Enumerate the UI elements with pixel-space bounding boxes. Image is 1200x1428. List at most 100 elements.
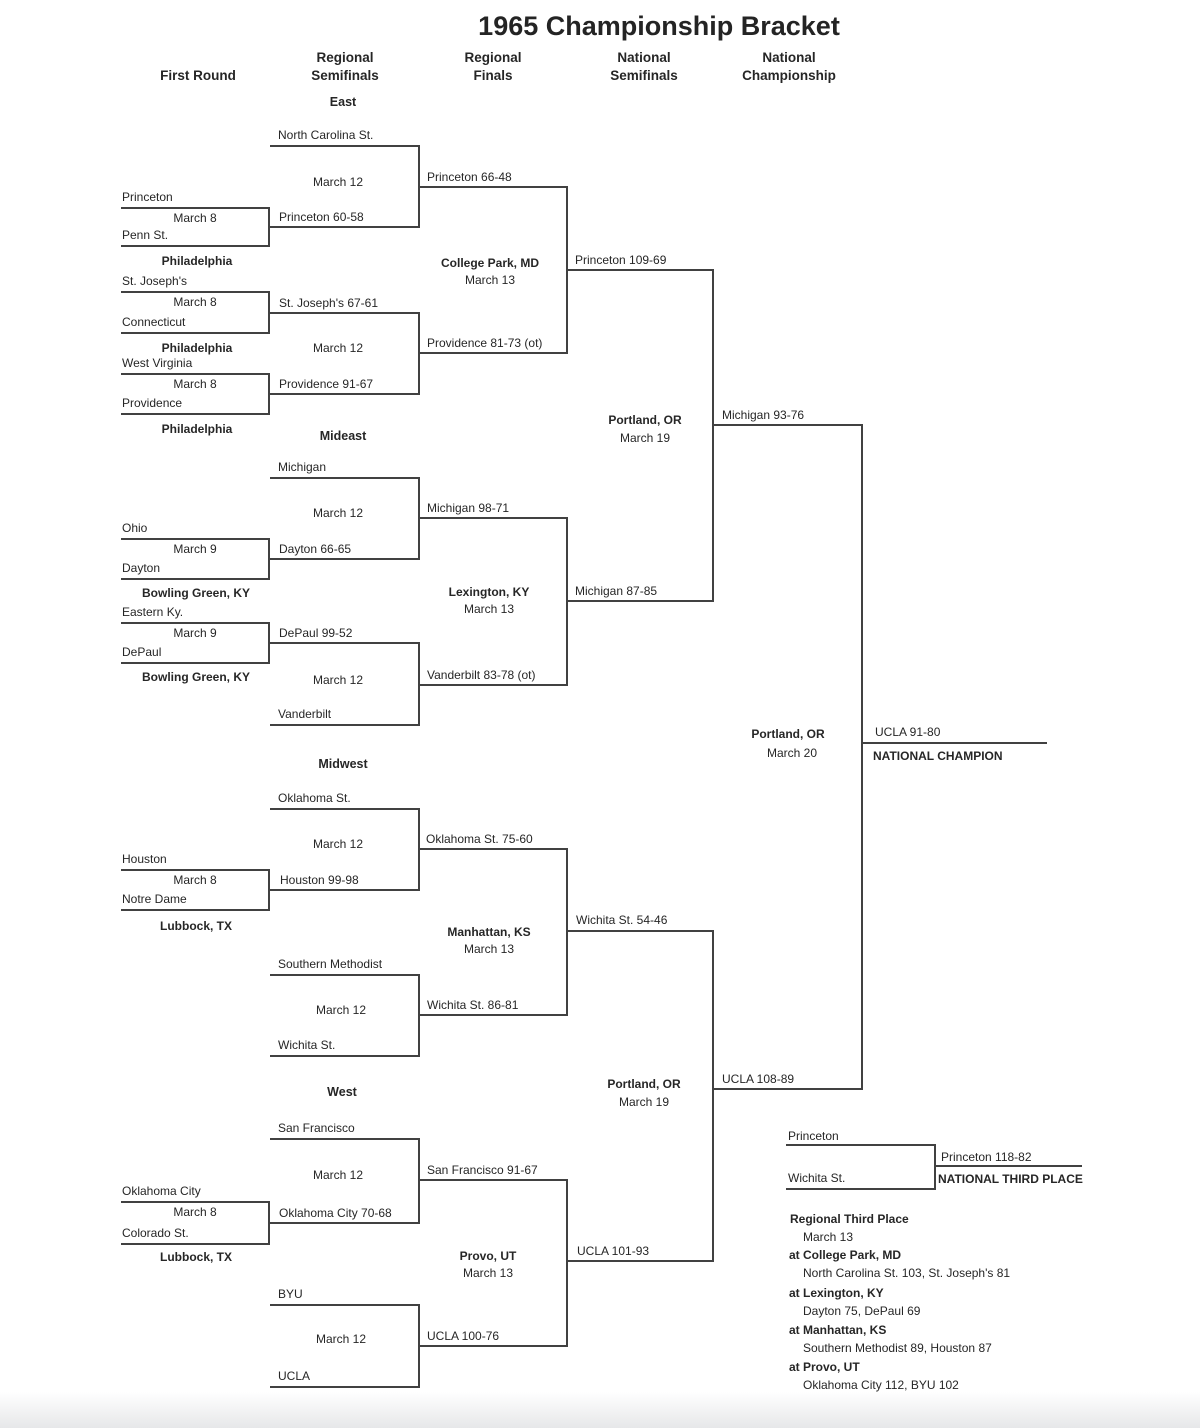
east-region-label: East: [329, 95, 357, 109]
bracket-line-h: [934, 1165, 1082, 1167]
mideast-g2-site: Bowling Green, KY: [141, 670, 251, 684]
third-place-team2: Wichita St.: [788, 1171, 846, 1185]
west-final-date: March 13: [462, 1266, 514, 1280]
bracket-line-h: [121, 245, 270, 247]
bracket-line-h: [268, 1222, 420, 1224]
east-g1-team2: Penn St.: [122, 228, 169, 242]
mideast-g2-team2: DePaul: [122, 645, 162, 659]
west-g1-date: March 8: [173, 1205, 217, 1219]
bracket-line-h: [121, 578, 270, 580]
west-region-label: West: [327, 1085, 357, 1099]
east-g2-winner: St. Joseph's 67-61: [279, 296, 379, 310]
bracket-line-h: [786, 1144, 936, 1146]
mideast-semi1-winner: Michigan 98-71: [427, 501, 510, 515]
bracket-line-h: [268, 226, 420, 228]
bracket-line-h: [418, 1179, 568, 1181]
midwest-region-label: Midwest: [318, 757, 368, 771]
column-header-regional-semifinals-2: Semifinals: [311, 68, 379, 83]
east-g3-team2: Providence: [122, 396, 183, 410]
bracket-line-h: [121, 1201, 270, 1203]
bracket-line-h: [861, 742, 1047, 744]
west-final-site: Provo, UT: [459, 1249, 517, 1263]
east-final-date: March 13: [464, 273, 516, 287]
east-g1-site: Philadelphia: [161, 254, 233, 268]
bracket-line-h: [418, 186, 568, 188]
bracket-line-h: [121, 909, 270, 911]
bracket-line-h: [121, 332, 270, 334]
national-third-place-label: NATIONAL THIRD PLACE: [938, 1172, 1083, 1186]
midwest-g1-winner: Houston 99-98: [280, 873, 359, 887]
bracket-line-h: [121, 413, 270, 415]
mideast-region-label: Mideast: [319, 429, 367, 443]
mideast-semi1-date: March 12: [312, 506, 364, 520]
championship-site: Portland, OR: [751, 727, 825, 741]
mideast-g1-site: Bowling Green, KY: [141, 586, 251, 600]
bracket-line-h: [270, 974, 420, 976]
natl-semi-top-site: Portland, OR: [608, 413, 682, 427]
natl-semi-bottom-site: Portland, OR: [607, 1077, 681, 1091]
west-g1-team1: Oklahoma City: [122, 1184, 201, 1198]
midwest-semi2-winner: Wichita St. 86-81: [427, 998, 519, 1012]
east-semi2-winner: Providence 81-73 (ot): [427, 336, 543, 350]
midwest-top-seed: Oklahoma St.: [278, 791, 351, 805]
midwest-final-site: Manhattan, KS: [447, 925, 531, 939]
bracket-line-v: [712, 269, 714, 602]
bracket-line-h: [270, 1055, 420, 1057]
bracket-line-h: [270, 1304, 420, 1306]
mideast-g2-team1: Eastern Ky.: [122, 605, 184, 619]
bracket-line-h: [268, 642, 420, 644]
bracket-line-h: [121, 1243, 270, 1245]
regional-third-result-4: Oklahoma City 112, BYU 102: [803, 1378, 959, 1392]
east-g3-team1: West Virginia: [122, 356, 193, 370]
mideast-final-date: March 13: [463, 602, 515, 616]
east-g1-team1: Princeton: [122, 190, 173, 204]
west-semi2-winner: UCLA 100-76: [427, 1329, 500, 1343]
bracket-line-v: [934, 1144, 936, 1190]
column-header-regional-finals-1: Regional: [464, 50, 522, 65]
column-header-national-semifinals-2: Semifinals: [610, 68, 678, 83]
mideast-top-seed: Michigan: [278, 460, 327, 474]
regional-third-site-1: at College Park, MD: [789, 1248, 902, 1262]
bracket-line-h: [418, 848, 568, 850]
east-g1-winner: Princeton 60-58: [279, 210, 364, 224]
east-g3-site: Philadelphia: [161, 422, 233, 436]
bracket-line-h: [121, 662, 270, 664]
east-final-winner: Princeton 109-69: [575, 253, 667, 267]
bracket-line-h: [418, 684, 568, 686]
column-header-national-championship-1: National: [762, 50, 816, 65]
bracket-line-h: [268, 889, 420, 891]
west-mid-seed2: UCLA: [278, 1369, 311, 1383]
midwest-mid-seed1: Southern Methodist: [278, 957, 383, 971]
bracket-line-h: [121, 869, 270, 871]
bracket-line-h: [418, 517, 568, 519]
west-top-seed: San Francisco: [278, 1121, 355, 1135]
east-g2-date: March 8: [173, 295, 217, 309]
east-g3-date: March 8: [173, 377, 217, 391]
mideast-semi2-winner: Vanderbilt 83-78 (ot): [427, 668, 536, 682]
bracket-line-h: [270, 724, 420, 726]
regional-third-result-3: Southern Methodist 89, Houston 87: [803, 1341, 992, 1355]
west-semi1-date: March 12: [312, 1168, 364, 1182]
mideast-semi2-date: March 12: [312, 673, 364, 687]
bracket-line-h: [566, 269, 714, 271]
bracket-line-h: [268, 393, 420, 395]
mideast-final-site: Lexington, KY: [448, 585, 530, 599]
national-champion-label: NATIONAL CHAMPION: [873, 749, 1003, 763]
bracket-line-h: [566, 600, 714, 602]
bracket-line-h: [121, 373, 270, 375]
third-place-team1: Princeton: [788, 1129, 839, 1143]
bracket-line-h: [270, 1138, 420, 1140]
midwest-final-winner: Wichita St. 54-46: [576, 913, 668, 927]
bracket-line-h: [270, 477, 420, 479]
third-place-winner: Princeton 118-82: [941, 1150, 1032, 1164]
mideast-bottom-seed: Vanderbilt: [278, 707, 332, 721]
west-g1-team2: Colorado St.: [122, 1226, 189, 1240]
bracket-line-h: [566, 930, 714, 932]
east-final-site: College Park, MD: [440, 256, 540, 270]
midwest-g1-team1: Houston: [122, 852, 167, 866]
bracket-line-h: [268, 558, 420, 560]
east-g2-team2: Connecticut: [122, 315, 186, 329]
bracket-line-h: [121, 207, 270, 209]
natl-semi-bottom-date: March 19: [618, 1095, 670, 1109]
